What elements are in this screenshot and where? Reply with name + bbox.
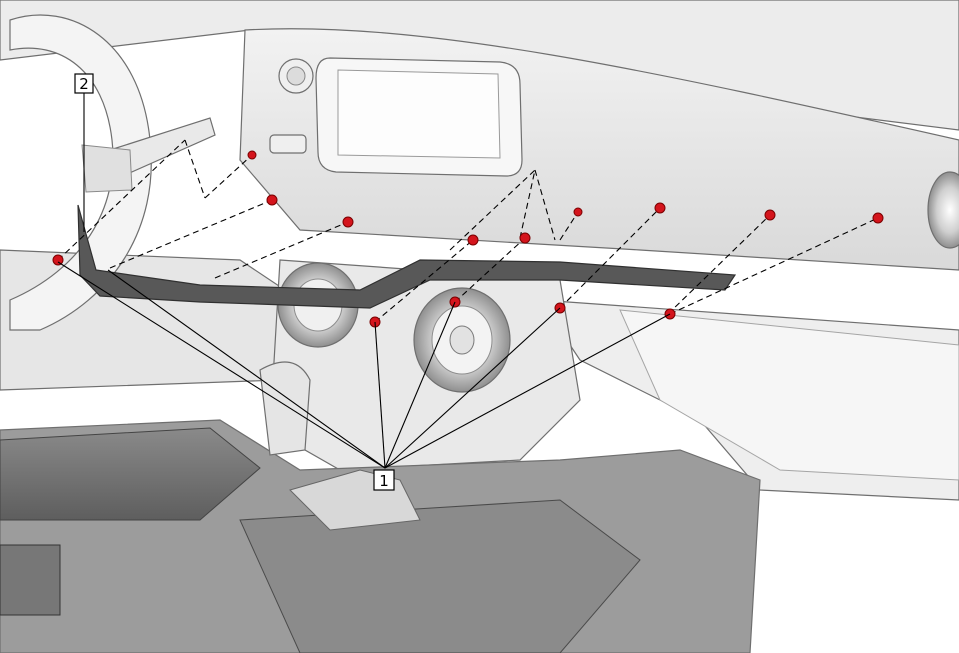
clip-marker-1: [52, 254, 64, 266]
center-console: [0, 361, 761, 653]
center-air-vent: [413, 287, 511, 393]
clip-alignment-lines: [57, 139, 879, 323]
center-display: [315, 57, 523, 177]
clip-marker-9: [872, 212, 884, 224]
callout-1-label: 1: [379, 472, 389, 490]
callout-2: 2: [74, 73, 94, 94]
instrument-panel-trim: [77, 204, 737, 309]
clip-marker-4: [467, 234, 479, 246]
callout-2-label: 2: [79, 75, 89, 93]
clip-marker-5: [519, 232, 531, 244]
callout-1-leaders: [57, 261, 671, 469]
clip-marker-3: [342, 216, 354, 228]
clip-marker-7: [654, 202, 666, 214]
callout-1: 1: [373, 469, 395, 491]
clip-marker-8: [764, 209, 776, 221]
clip-markers: [52, 150, 884, 328]
shift-lever: [259, 361, 311, 456]
clip-marker-6: [573, 207, 583, 217]
console-switch-panel: [0, 544, 61, 616]
clip-marker-2: [266, 194, 278, 206]
clip-marker-10: [247, 150, 257, 160]
